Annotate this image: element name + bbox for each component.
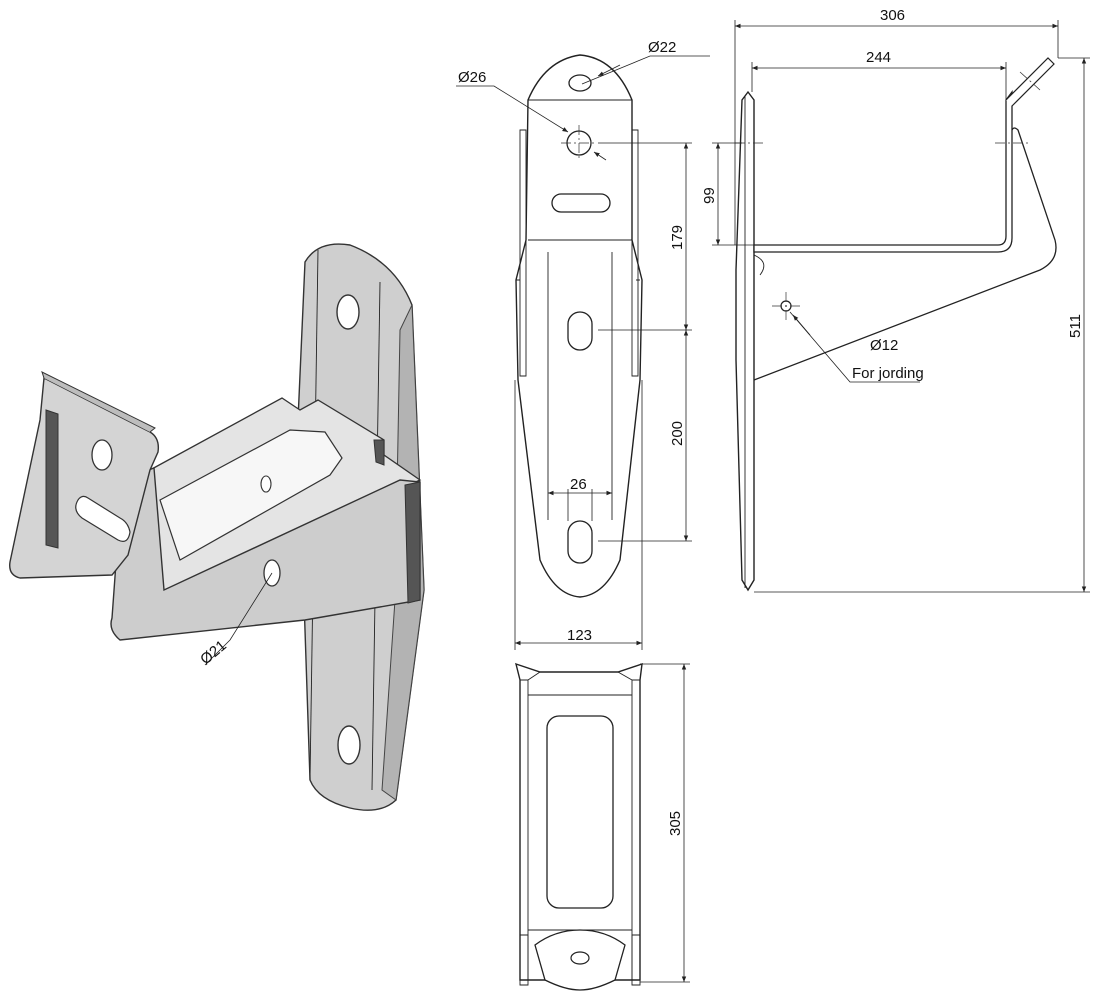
top-tab-hole — [570, 951, 590, 965]
side-dim-244: 244 — [866, 49, 891, 66]
top-view: 305 — [515, 662, 690, 991]
front-dim-d22: Ø22 — [648, 39, 676, 56]
iso-tab-hole — [91, 439, 113, 471]
front-view: Ø22 Ø26 179 200 26 123 — [456, 39, 710, 650]
isometric-view: Ø21 — [9, 243, 425, 811]
iso-arm-hole-top — [260, 475, 272, 493]
side-bent-tab — [1005, 57, 1055, 107]
side-dim-306: 306 — [880, 7, 905, 24]
side-dim-511: 511 — [1067, 314, 1084, 338]
iso-arm-inner — [159, 429, 343, 561]
side-dim-99: 99 — [701, 187, 718, 204]
front-dim-200: 200 — [669, 421, 686, 446]
top-slot — [546, 715, 614, 909]
top-dim-305: 305 — [667, 811, 684, 836]
front-dim-d26: Ø26 — [458, 69, 486, 86]
side-arm — [753, 90, 1013, 253]
side-note-grounding: For jording — [852, 365, 924, 382]
front-dim-26: 26 — [570, 476, 587, 493]
side-dim-d12: Ø12 — [870, 337, 898, 354]
front-dim-179: 179 — [669, 225, 686, 250]
front-dim-123: 123 — [567, 627, 592, 644]
iso-dim-d21: Ø21 — [197, 637, 230, 668]
front-hole-d22 — [568, 74, 592, 92]
iso-arm-front-side — [110, 467, 421, 641]
iso-plate-hole-top — [336, 294, 360, 330]
iso-plate-hole-bottom — [337, 725, 361, 765]
front-slot-top — [551, 193, 611, 213]
side-gusset — [753, 127, 1057, 381]
front-slot-mid — [567, 311, 593, 351]
front-slot-bottom — [567, 520, 593, 564]
side-view: Ø12 For jording 306 244 99 511 — [701, 7, 1090, 593]
iso-tab-slot — [75, 495, 131, 542]
